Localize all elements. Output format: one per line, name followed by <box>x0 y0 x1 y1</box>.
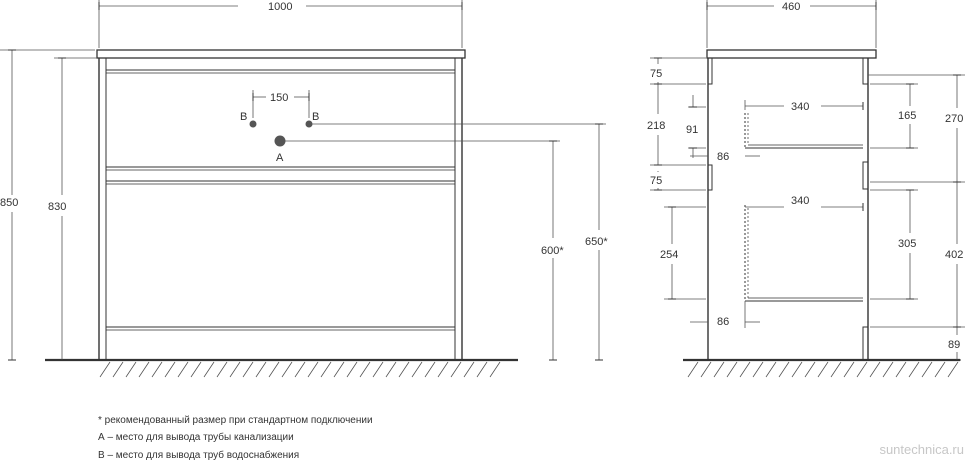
dim-mid-rail: 75 <box>650 175 662 187</box>
front-floor-hatch <box>99 361 501 378</box>
dim-upper-section: 270 <box>945 113 963 125</box>
pipe-b-left-dot <box>249 120 257 128</box>
dim-body-height: 830 <box>48 201 66 213</box>
front-upper-drawer <box>105 69 456 168</box>
dim-pipe-spacing: 150 <box>270 92 288 104</box>
dim-lower-inner-width: 340 <box>791 195 809 207</box>
dim-plinth: 89 <box>948 339 960 351</box>
dim-upper-inner-width: 340 <box>791 101 809 113</box>
dim-lower-inner-height: 305 <box>898 238 916 250</box>
dim-upper-drawer-front: 218 <box>647 120 665 132</box>
side-view <box>683 49 960 362</box>
front-countertop <box>96 49 466 59</box>
dim-supply-height: 650* <box>585 236 608 248</box>
pipe-b-left-label: B <box>240 111 247 123</box>
dim-upper-inner-height: 165 <box>898 110 916 122</box>
dim-side-depth: 460 <box>782 1 800 13</box>
pipe-a-label: A <box>276 152 284 164</box>
side-floor-hatch <box>687 361 959 378</box>
side-countertop <box>706 49 877 59</box>
dim-lower-section: 402 <box>945 249 963 261</box>
pipe-b-right-dot <box>305 120 313 128</box>
dim-lower-offset: 86 <box>717 316 729 328</box>
dim-total-height: 850 <box>0 197 18 209</box>
note-recommended: * рекомендованный размер при стандартном… <box>98 415 373 426</box>
dim-lower-drawer-front: 254 <box>660 249 678 261</box>
note-drain: А – место для вывода трубы канализации <box>98 432 294 443</box>
front-view <box>45 49 518 362</box>
dim-front-width: 1000 <box>268 1 292 13</box>
dim-drain-height: 600* <box>541 245 564 257</box>
front-lower-drawer <box>105 180 456 328</box>
side-top-rail <box>708 58 713 85</box>
watermark: suntechnica.ru <box>879 442 964 457</box>
dim-upper-offset: 86 <box>717 151 729 163</box>
note-supply: В – место для вывода труб водоснабжения <box>98 450 300 461</box>
dim-upper-gap: 91 <box>686 124 698 136</box>
pipe-a-dot <box>274 135 286 147</box>
dim-top-rail: 75 <box>650 68 662 80</box>
pipe-b-right-label: B <box>312 111 319 123</box>
side-mid-rail <box>708 164 713 191</box>
side-plinth <box>862 326 868 360</box>
